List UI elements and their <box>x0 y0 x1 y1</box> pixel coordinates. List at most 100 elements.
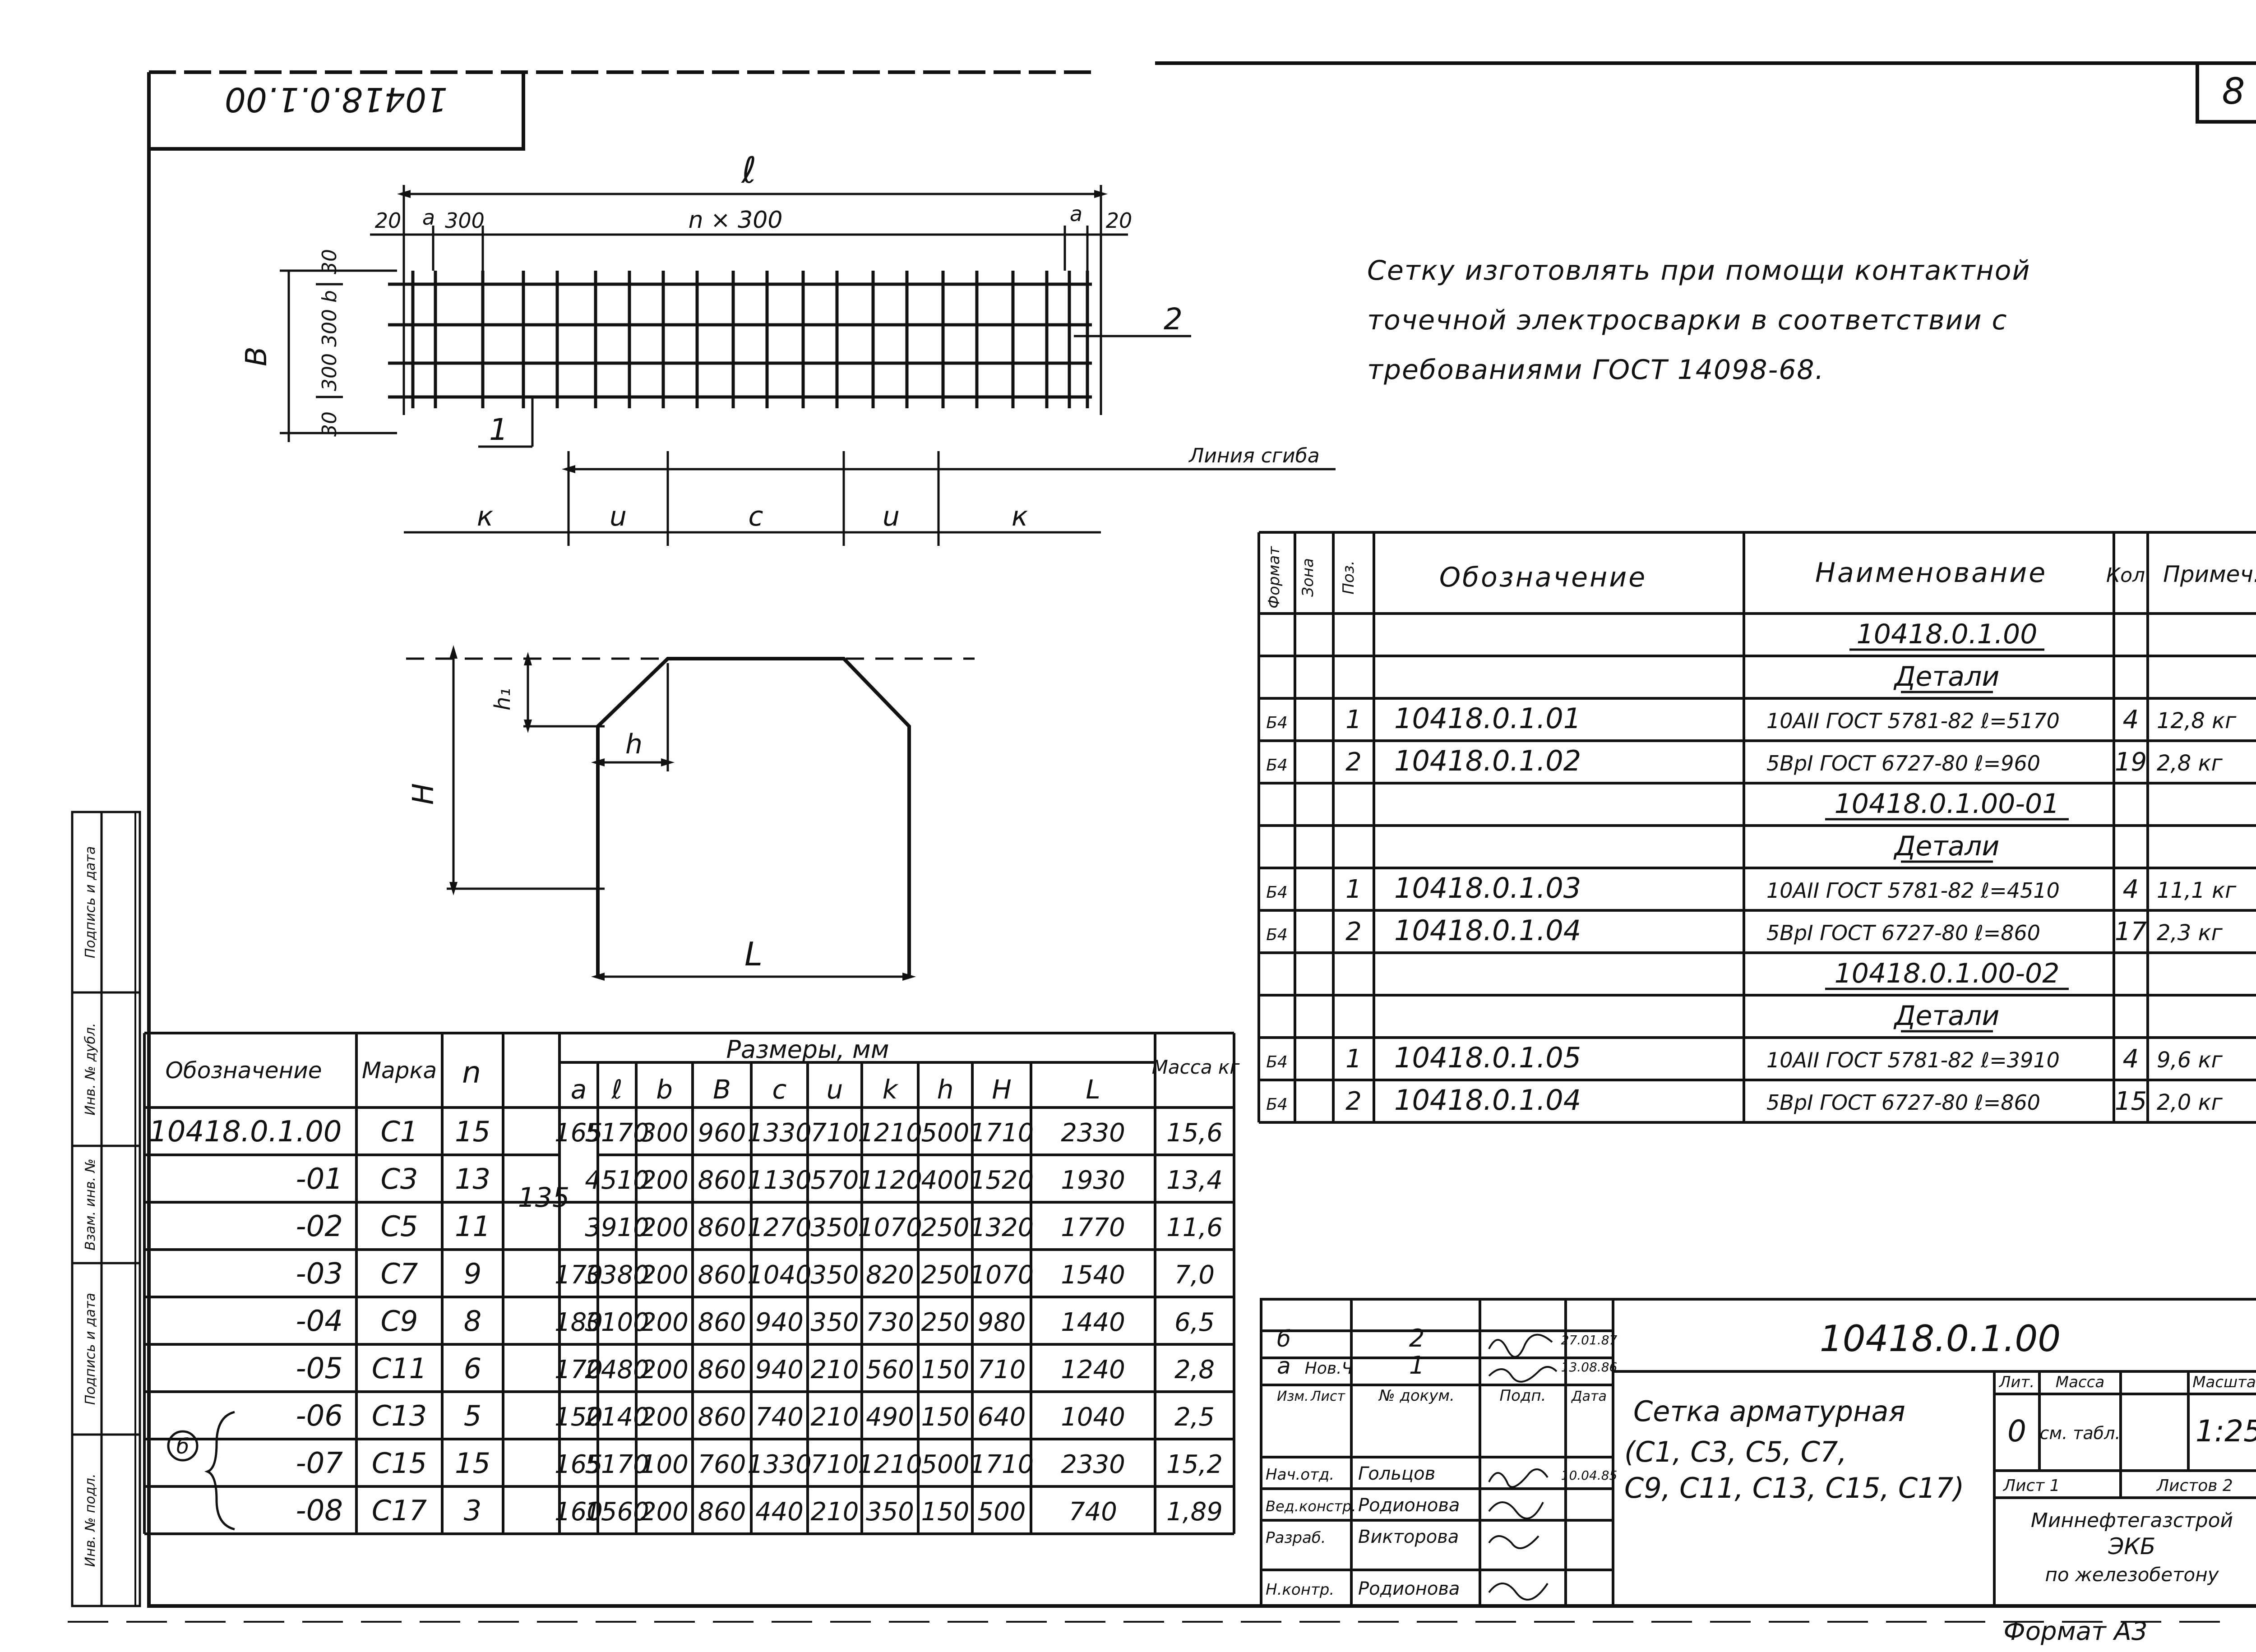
dims-row-n: 3 <box>464 1494 481 1527</box>
spec-col-name: Наименование <box>1815 557 2047 589</box>
dims-row-b: 200 <box>640 1213 689 1242</box>
tb-doc-code: 10418.0.1.00 <box>1820 1318 2061 1360</box>
note-line-1: Сетку изготовлять при помощи контактной <box>1367 255 2030 286</box>
dims-row-u: 570 <box>811 1166 859 1195</box>
dims-row-l: 3910 <box>585 1213 649 1242</box>
dims-row-u: 350 <box>811 1260 859 1290</box>
tb-scale-value: 1:25 <box>2196 1414 2256 1449</box>
dims-row-H: 710 <box>978 1355 1026 1384</box>
dims-row-b: 200 <box>640 1403 689 1432</box>
dims-col-7: h <box>937 1074 954 1105</box>
section-h1: h₁ <box>490 688 515 711</box>
dims-row-k: 1210 <box>858 1118 922 1148</box>
dims-row-B: 860 <box>698 1355 746 1384</box>
segment-k-right: к <box>1012 501 1028 532</box>
tb-name-1: Гольцов <box>1358 1463 1435 1484</box>
dims-row-B: 860 <box>698 1403 746 1432</box>
dims-row-n: 6 <box>464 1352 481 1385</box>
spec-row-pos: 2 <box>1345 917 1362 946</box>
dims-row-b: 300 <box>640 1118 689 1148</box>
dims-row-mass: 7,0 <box>1174 1260 1215 1290</box>
dims-row-L: 1930 <box>1061 1166 1125 1195</box>
dims-row-u: 710 <box>811 1450 859 1479</box>
dims-col-mark: Марка <box>362 1057 437 1084</box>
dims-title: Размеры, мм <box>726 1035 889 1064</box>
dims-row-h: 400 <box>921 1166 970 1195</box>
tb-mass-value: см. табл. <box>2040 1423 2121 1443</box>
spec-row-qty: 4 <box>2123 875 2139 904</box>
dims-row-c: 940 <box>755 1308 804 1337</box>
spec-row-designation: 10418.0.1.04 <box>1394 1084 1581 1117</box>
margin-sign-date-2: Подпись и дата <box>83 1293 98 1405</box>
dims-row-h: 250 <box>921 1260 970 1290</box>
note-line-2: точечной электросварки в соответствии с <box>1367 305 2008 336</box>
dims-row-n: 15 <box>455 1447 490 1480</box>
dims-row-u: 710 <box>811 1118 859 1148</box>
spec-col-pos: Поз. <box>1340 560 1358 594</box>
dims-col-n: n <box>462 1055 481 1090</box>
tb-date-rev1: 27.01.87 <box>1561 1333 1618 1347</box>
dims-row-c: 740 <box>755 1403 804 1432</box>
position-1: 1 <box>489 412 508 447</box>
spec-row-group-title: 10418.0.1.00 <box>1857 618 2038 650</box>
dims-row-L: 2330 <box>1061 1450 1125 1479</box>
tb-rev-b: б <box>1277 1326 1291 1352</box>
dims-row-mass: 11,6 <box>1166 1213 1223 1242</box>
segment-u-right: u <box>883 501 900 532</box>
segment-u-left: u <box>610 501 627 532</box>
dim-300b: 300 300 b <box>318 290 341 391</box>
dims-row-mark: С13 <box>372 1399 427 1432</box>
dims-merged-a: 135 <box>518 1182 570 1214</box>
tb-name-4: Родионова <box>1358 1578 1460 1599</box>
tb-rev-a: a <box>1277 1353 1291 1379</box>
dims-row-B: 860 <box>698 1213 746 1242</box>
spec-row-designation: 10418.0.1.01 <box>1394 702 1581 735</box>
tb-rev-a-sheet: 1 <box>1409 1351 1424 1380</box>
position-2: 2 <box>1164 302 1183 337</box>
dims-row-b: 200 <box>640 1260 689 1290</box>
note-text: Сетку изготовлять при помощи контактной … <box>1367 255 2040 386</box>
segment-k-left: к <box>477 501 493 532</box>
dims-row-l: 3380 <box>585 1260 649 1290</box>
spec-row-designation: 10418.0.1.04 <box>1394 914 1581 947</box>
dims-row-mass: 2,5 <box>1174 1403 1215 1432</box>
dims-row-c: 1330 <box>747 1118 812 1148</box>
tb-mass-label: Масса <box>2056 1373 2104 1391</box>
rotated-code: 10418.0.1.00 <box>225 80 448 119</box>
revision-marker: б <box>167 1411 235 1531</box>
spec-row-note: 2,0 кг <box>2157 1090 2223 1115</box>
dims-row-H: 640 <box>978 1403 1026 1432</box>
dim-a-left: a <box>422 205 435 230</box>
spec-row-qty: 15 <box>2115 1087 2147 1116</box>
tb-role-3: Разраб. <box>1266 1529 1326 1547</box>
revision-mark: б <box>176 1434 189 1458</box>
spec-row-qty: 19 <box>2115 748 2147 777</box>
dims-row-mark: С1 <box>381 1115 418 1148</box>
dims-row-B: 860 <box>698 1260 746 1290</box>
dims-col-designation: Обозначение <box>166 1057 322 1084</box>
spec-row-format: Б4 <box>1266 926 1288 944</box>
tb-sheets-label: Листов 2 <box>2156 1477 2233 1495</box>
margin-inv-orig: Инв. № подл. <box>83 1474 98 1567</box>
dims-col-0: a <box>571 1074 587 1105</box>
dims-row-k: 350 <box>866 1497 914 1527</box>
spec-col-format: Формат <box>1265 546 1283 609</box>
dim-nx300: n × 300 <box>689 207 783 234</box>
left-margin-strip <box>71 811 141 1607</box>
dims-row-H: 1710 <box>970 1118 1034 1148</box>
spec-row-name: 10АII ГОСТ 5781-82 ℓ=5170 <box>1766 709 2060 733</box>
dims-row-mark: С9 <box>381 1305 418 1338</box>
specification-table: Формат Зона Поз. Обозначение Наименовани… <box>1257 531 2256 1124</box>
dim-20-right: 20 <box>1106 208 1133 233</box>
dims-row-u: 350 <box>811 1308 859 1337</box>
dims-row-n: 11 <box>455 1210 490 1243</box>
spec-row-qty: 4 <box>2123 705 2139 734</box>
tb-rev-b-sheet: 2 <box>1409 1324 1424 1352</box>
spec-row-format: Б4 <box>1266 714 1288 732</box>
spec-row-name: 5BpI ГОСТ 6727-80 ℓ=960 <box>1766 751 2040 775</box>
dims-row-mark: С17 <box>372 1494 427 1527</box>
dims-row-h: 500 <box>921 1450 970 1479</box>
dims-col-4: c <box>772 1074 787 1105</box>
dims-row-l: 5170 <box>585 1118 649 1148</box>
